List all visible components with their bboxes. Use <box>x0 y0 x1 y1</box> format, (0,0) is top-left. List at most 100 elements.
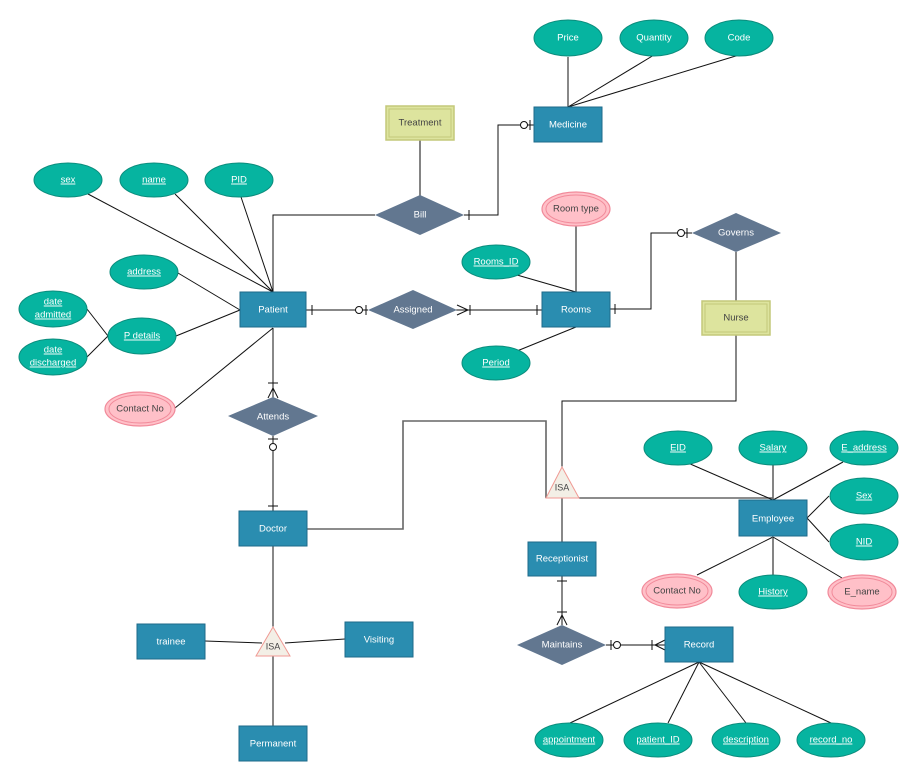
attribute-history-label: History <box>758 587 788 598</box>
entity-doctor[interactable]: Doctor <box>238 510 308 547</box>
entity-visiting-label: Visiting <box>364 635 394 646</box>
circle-doctor-optional <box>269 443 277 451</box>
entity-doctor-label: Doctor <box>259 524 287 535</box>
entity-rooms-label: Rooms <box>561 305 591 316</box>
line-employee-ename <box>772 536 843 579</box>
attribute-rooms-id[interactable]: Rooms_ID <box>461 244 531 280</box>
attribute-address-label: address <box>127 267 161 278</box>
relationship-bill[interactable]: Bill <box>375 195 464 235</box>
attribute-employee-contact-no[interactable]: Contact No <box>641 573 713 609</box>
attribute-patient-id[interactable]: patient_ID <box>623 722 693 758</box>
attribute-nid[interactable]: NID <box>829 523 899 561</box>
line-employee-eid <box>687 462 774 501</box>
line-bill-patient <box>272 214 375 292</box>
entity-patient[interactable]: Patient <box>239 291 307 328</box>
line-patient-contact <box>174 327 274 409</box>
line-record-patientid <box>667 661 700 724</box>
attribute-period-label: Period <box>482 358 509 369</box>
attribute-record-no[interactable]: record_no <box>796 722 866 758</box>
line-record-description <box>698 661 747 724</box>
attribute-date-admitted[interactable]: date admitted <box>18 290 88 328</box>
attribute-date-discharged[interactable]: date discharged <box>18 338 88 376</box>
attribute-eid-label: EID <box>670 443 686 454</box>
line-patient-name <box>174 193 274 293</box>
attribute-quantity-label: Quantity <box>636 33 672 44</box>
attribute-room-type-label: Room type <box>553 204 599 215</box>
line-nurse-isa <box>561 335 737 467</box>
attribute-salary[interactable]: Salary <box>738 430 808 466</box>
line-pdetails-admitted <box>86 308 109 337</box>
entity-permanent-label: Permanent <box>250 739 297 750</box>
attribute-date-discharged-line2: discharged <box>30 358 76 369</box>
isa-doctor-label: ISA <box>266 641 281 651</box>
line-medicine-code <box>567 54 740 108</box>
relationship-maintains[interactable]: Maintains <box>517 625 606 665</box>
line-employee-nid <box>806 517 830 543</box>
attribute-patient-contact-no[interactable]: Contact No <box>104 391 176 427</box>
weak-entity-treatment[interactable]: Treatment <box>385 105 455 141</box>
circle-governs-optional <box>677 229 685 237</box>
isa-employee[interactable]: ISA <box>545 465 580 499</box>
attribute-p-details[interactable]: P details <box>107 317 177 355</box>
entity-rooms[interactable]: Rooms <box>541 291 611 328</box>
line-patient-address <box>177 272 241 311</box>
attribute-p-details-label: P details <box>124 331 161 342</box>
line-employee-sex <box>806 495 830 519</box>
attribute-e-address[interactable]: E_address <box>829 430 899 466</box>
entity-receptionist-label: Receptionist <box>536 554 589 565</box>
entity-trainee-label: trainee <box>156 637 185 648</box>
attribute-period[interactable]: Period <box>461 345 531 381</box>
entity-trainee[interactable]: trainee <box>136 623 206 660</box>
isa-employee-label: ISA <box>555 482 570 492</box>
attribute-address[interactable]: address <box>109 254 179 290</box>
relationship-assigned-label: Assigned <box>393 305 432 316</box>
attribute-date-admitted-line2: admitted <box>35 310 71 321</box>
line-employee-eaddress <box>772 461 844 501</box>
line-isa-visiting <box>284 638 346 644</box>
weak-entity-nurse[interactable]: Nurse <box>701 300 771 336</box>
attribute-description[interactable]: description <box>711 722 781 758</box>
attribute-name[interactable]: name <box>119 162 189 198</box>
line-rooms-period <box>516 326 577 352</box>
entity-employee[interactable]: Employee <box>738 499 808 537</box>
entity-visiting[interactable]: Visiting <box>344 621 414 658</box>
attribute-code-label: Code <box>728 33 751 44</box>
attribute-code[interactable]: Code <box>704 19 774 57</box>
attribute-history[interactable]: History <box>738 574 808 610</box>
attribute-quantity[interactable]: Quantity <box>619 19 689 57</box>
circle-medicine-optional <box>520 121 528 129</box>
attribute-e-name[interactable]: E_name <box>827 574 897 610</box>
relationship-assigned[interactable]: Assigned <box>368 290 457 329</box>
attribute-price[interactable]: Price <box>533 19 603 57</box>
line-rooms-roomsid <box>516 274 577 293</box>
attribute-appointment[interactable]: appointment <box>534 722 604 758</box>
circle-assigned-optional <box>355 306 363 314</box>
line-rooms-governs <box>610 232 692 310</box>
entity-record[interactable]: Record <box>664 626 734 663</box>
crowsfoot-maintains <box>556 613 568 626</box>
entity-receptionist[interactable]: Receptionist <box>527 541 597 577</box>
circle-maintains-optional <box>613 641 621 649</box>
attribute-room-type[interactable]: Room type <box>541 191 611 227</box>
attribute-eid[interactable]: EID <box>643 430 713 466</box>
line-doctor-isa <box>307 420 547 530</box>
relationship-governs[interactable]: Governs <box>692 213 781 252</box>
relationship-attends[interactable]: Attends <box>228 397 318 436</box>
line-isa-trainee <box>204 640 263 644</box>
entity-medicine[interactable]: Medicine <box>533 106 603 143</box>
line-patient-pdetails <box>175 309 241 337</box>
attribute-price-label: Price <box>557 33 579 44</box>
isa-doctor[interactable]: ISA <box>255 626 291 657</box>
attribute-sex[interactable]: sex <box>33 162 103 198</box>
crowsfoot-assigned <box>456 304 470 316</box>
attribute-salary-label: Salary <box>760 443 787 454</box>
line-patient-pid <box>239 193 274 293</box>
attribute-appointment-label: appointment <box>543 735 596 746</box>
attribute-nid-label: NID <box>856 537 873 548</box>
relationship-bill-label: Bill <box>414 210 427 221</box>
entity-permanent[interactable]: Permanent <box>238 725 308 762</box>
line-bill-medicine <box>464 124 534 216</box>
attribute-employee-sex[interactable]: Sex <box>829 477 899 515</box>
attribute-pid[interactable]: PID <box>204 162 274 198</box>
attribute-pid-label: PID <box>231 175 247 186</box>
